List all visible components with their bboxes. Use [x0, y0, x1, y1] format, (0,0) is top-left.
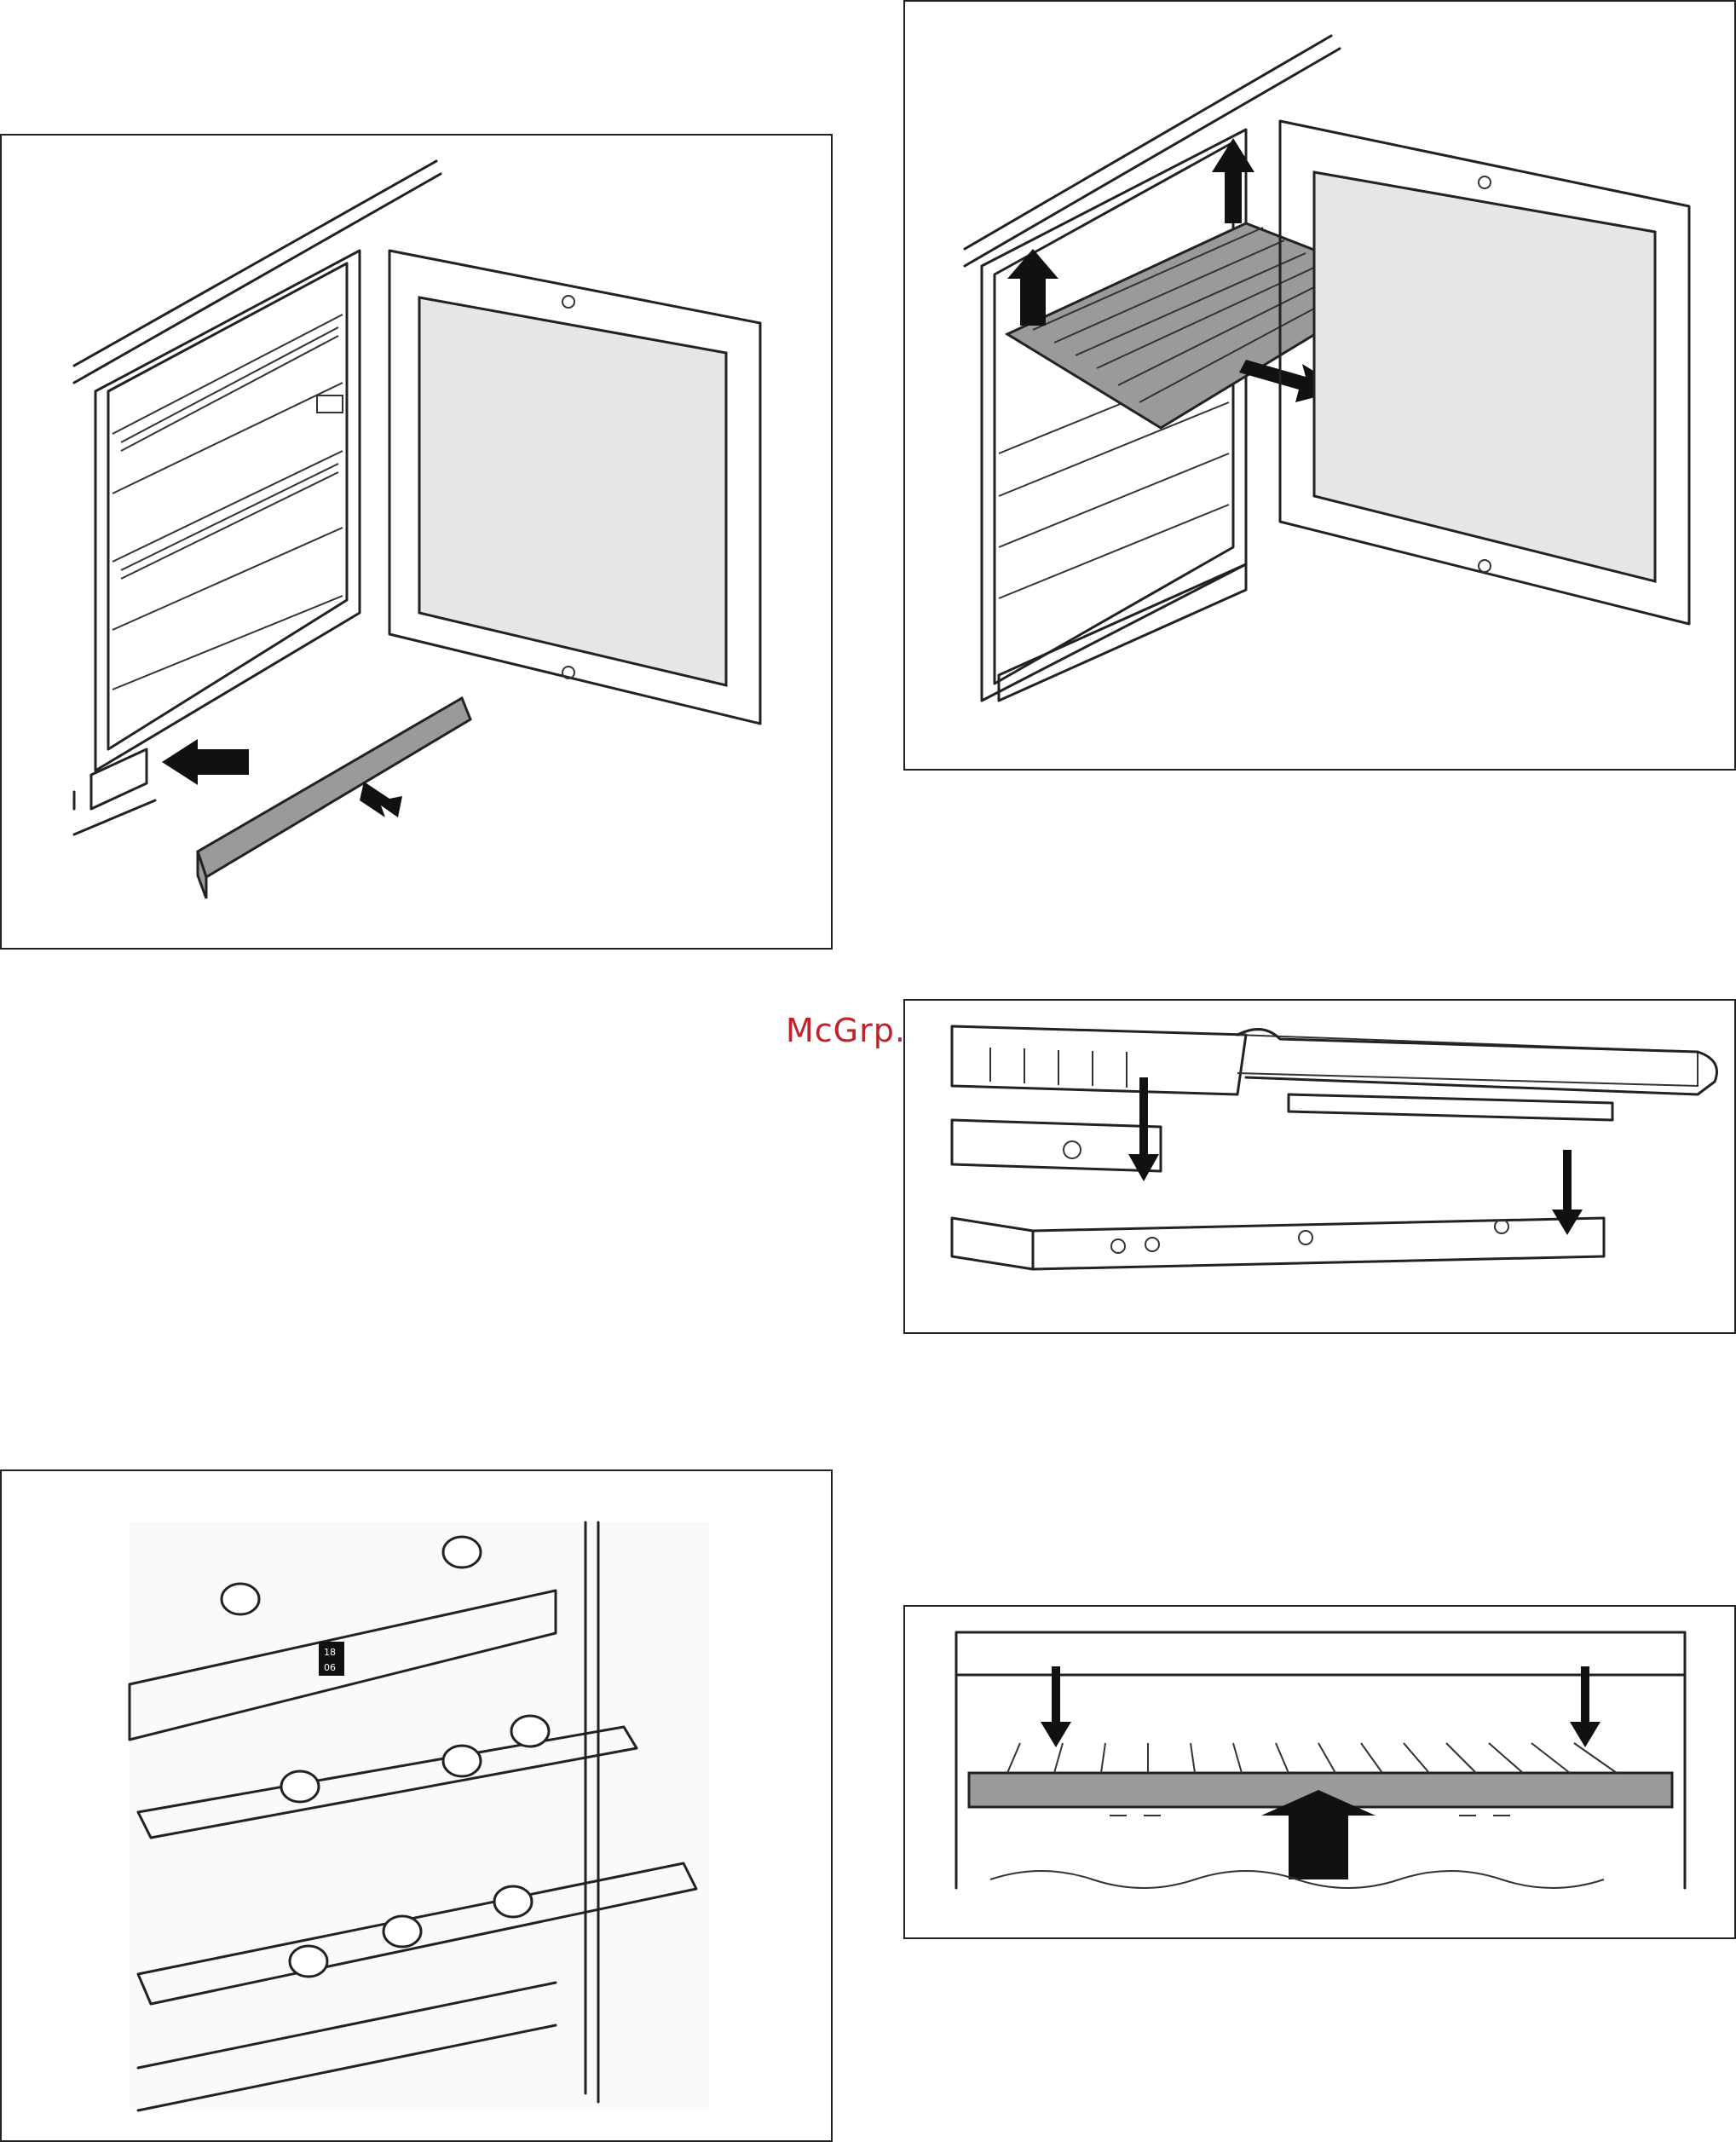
figure-pull-out-shelf	[903, 0, 1736, 771]
telescopic-rail-attachment-illustration	[905, 1001, 1736, 1334]
figure-telescopic-rail	[903, 999, 1736, 1334]
shelf-pull-out-lift-illustration	[905, 2, 1736, 771]
display-line2: 06	[324, 1662, 336, 1673]
figure-bottle-storage: 18 06	[0, 1469, 833, 2142]
display-line1: 18	[324, 1647, 336, 1658]
shelf-insert-press-down-illustration	[905, 1607, 1736, 1939]
figure-remove-plinth	[0, 134, 833, 950]
wine-bottles-on-shelves-illustration: 18 06	[2, 1471, 833, 2142]
figure-insert-shelf	[903, 1605, 1736, 1939]
wine-cooler-open-plinth-removal-illustration	[2, 136, 833, 950]
